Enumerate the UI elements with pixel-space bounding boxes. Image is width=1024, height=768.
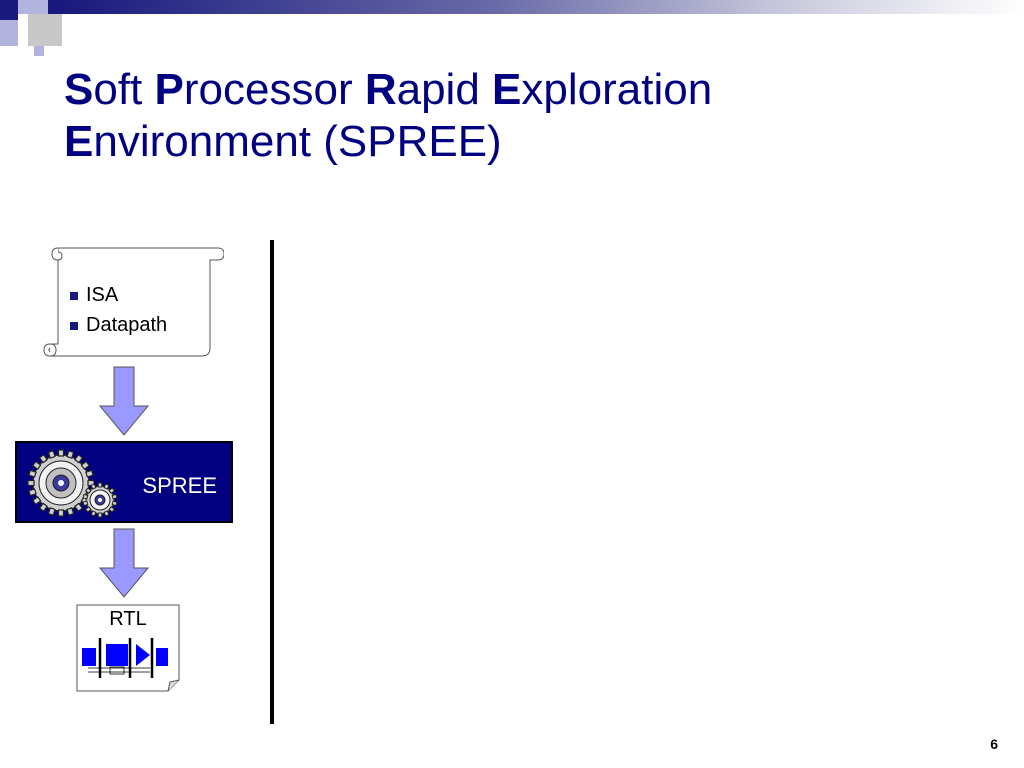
arrow-down-icon [99, 366, 149, 436]
page-number: 6 [990, 736, 998, 752]
gear-icon [27, 449, 95, 517]
list-item-datapath: Datapath [86, 314, 168, 336]
title-word-processor: rocessor [183, 65, 365, 114]
scroll-item-list: ISA Datapath [70, 280, 167, 340]
title-word-rapid: apid [396, 65, 493, 114]
header-decoration-square [0, 20, 18, 46]
gear-icon [82, 482, 118, 518]
rtl-circuit-icon [82, 638, 168, 678]
scroll-list-item: Datapath [70, 310, 167, 340]
title-word-soft: oft [93, 65, 155, 114]
header-decoration-square [34, 46, 44, 56]
scroll-list-item: ISA [70, 280, 167, 310]
rtl-label: RTL [109, 608, 147, 630]
header-decoration-square [48, 0, 64, 14]
header-gradient-bar [64, 0, 1024, 14]
title-initial-e: E [492, 65, 522, 114]
title-initial-p: P [154, 65, 184, 114]
title-word-exploration: xploration [521, 65, 713, 114]
square-bullet-icon [70, 321, 78, 330]
spree-label: SPREE [142, 473, 217, 498]
vertical-divider [270, 240, 274, 724]
arrow-down-icon [99, 528, 149, 598]
title-initial-r: R [364, 65, 397, 114]
title-word-environment: nvironment (SPREE) [93, 117, 502, 166]
spree-box: SPREE [15, 441, 233, 523]
scroll-shape [43, 247, 224, 357]
header-decoration-square [28, 14, 62, 46]
header-decoration-square [0, 0, 18, 20]
header-decoration-square [18, 0, 48, 14]
list-item-isa: ISA [86, 284, 119, 306]
title-initial-s: S [64, 65, 94, 114]
square-bullet-icon [70, 291, 78, 300]
title-initial-e2: E [64, 117, 94, 166]
